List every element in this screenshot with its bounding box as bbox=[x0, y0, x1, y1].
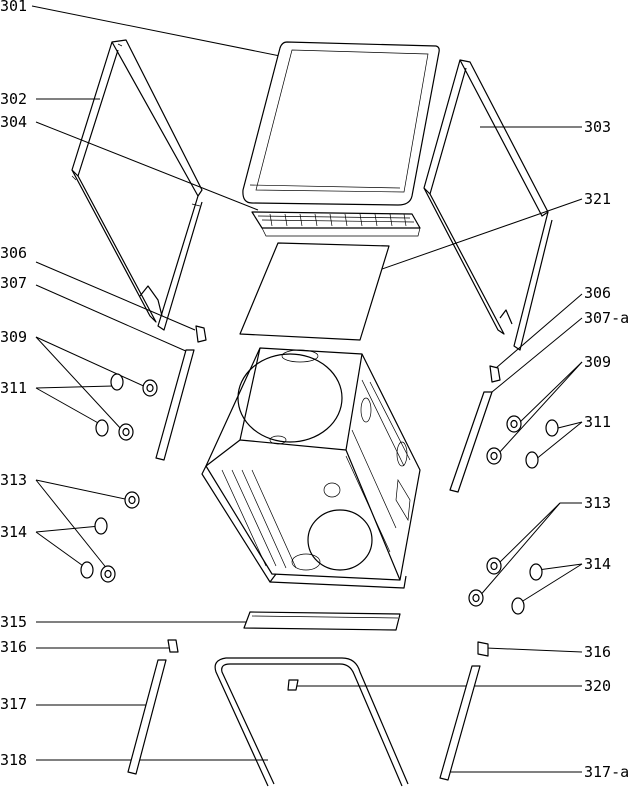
part-318-door-seal bbox=[214, 657, 409, 787]
part-315-kick-plate bbox=[243, 611, 401, 631]
leader-lines bbox=[31, 5, 583, 773]
part-label-313-left: 313 bbox=[0, 471, 28, 489]
part-313-314-wheels bbox=[80, 491, 543, 615]
part-306-hinges bbox=[195, 325, 501, 383]
part-304-top-rail bbox=[251, 211, 421, 237]
part-label-317a: 317-a bbox=[584, 763, 630, 781]
part-label-309-left: 309 bbox=[0, 328, 28, 346]
part-303-right-side-panel bbox=[423, 59, 553, 351]
part-320-clip bbox=[287, 679, 299, 691]
part-301-worktop bbox=[242, 41, 440, 206]
part-label-307a: 307-a bbox=[584, 309, 630, 327]
part-label-320: 320 bbox=[584, 677, 612, 695]
part-label-314-right: 314 bbox=[584, 555, 612, 573]
part-label-316-left: 316 bbox=[0, 638, 28, 656]
part-309-311-wheels bbox=[95, 373, 559, 469]
dishwasher-tub bbox=[201, 347, 421, 589]
part-label-303: 303 bbox=[584, 118, 612, 136]
part-label-304: 304 bbox=[0, 113, 28, 131]
part-307-spring-rods bbox=[155, 349, 493, 493]
part-label-311-right: 311 bbox=[584, 413, 612, 431]
part-321-insulation-sheet bbox=[239, 242, 390, 341]
part-302-left-side-panel bbox=[71, 39, 203, 331]
part-label-317: 317 bbox=[0, 695, 28, 713]
part-label-313-right: 313 bbox=[584, 494, 612, 512]
part-label-311-left: 311 bbox=[0, 379, 28, 397]
part-label-301: 301 bbox=[0, 0, 28, 15]
part-label-302: 302 bbox=[0, 90, 28, 108]
part-label-318: 318 bbox=[0, 751, 28, 769]
part-label-315: 315 bbox=[0, 613, 28, 631]
part-label-316-right: 316 bbox=[584, 643, 612, 661]
part-317-rods bbox=[127, 659, 481, 781]
part-label-309-right: 309 bbox=[584, 353, 612, 371]
part-label-306-right: 306 bbox=[584, 284, 612, 302]
part-label-307: 307 bbox=[0, 274, 28, 292]
part-label-306-left: 306 bbox=[0, 244, 28, 262]
part-label-321: 321 bbox=[584, 190, 612, 208]
part-316-clips bbox=[167, 639, 489, 657]
part-label-314-left: 314 bbox=[0, 523, 28, 541]
